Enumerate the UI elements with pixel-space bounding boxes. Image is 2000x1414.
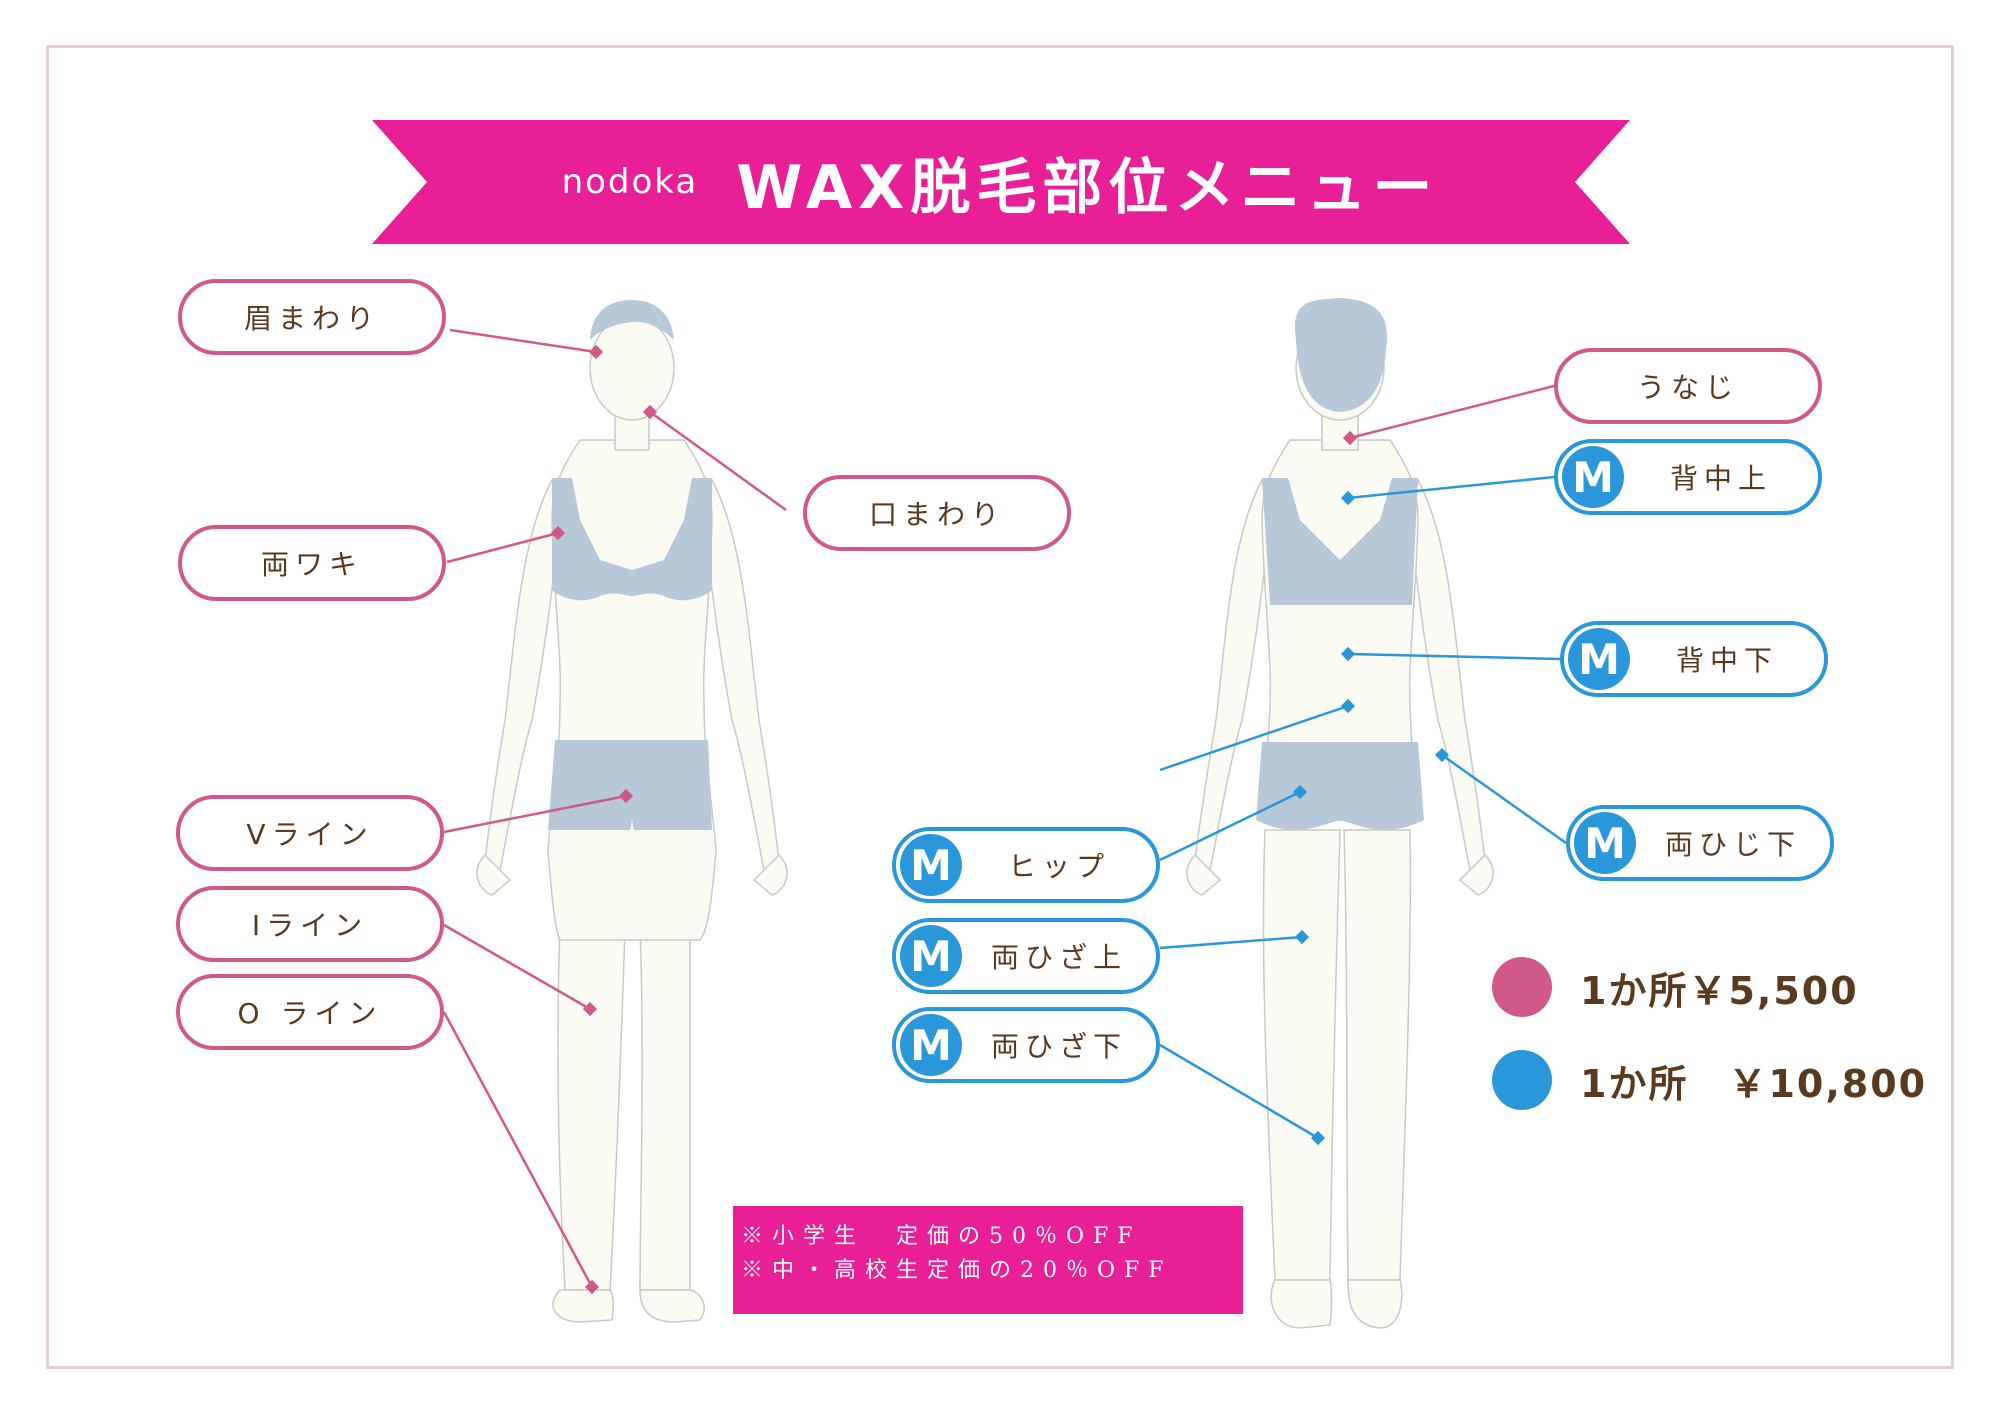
back-hair <box>1294 298 1388 412</box>
tag-label: 両ワキ <box>260 548 363 581</box>
discount-notice: ※小学生 定価の50％OFF ※中・高校生定価の20％OFF <box>733 1206 1243 1314</box>
m-badge-icon: M <box>900 925 962 987</box>
tag-label: 両ひじ下 <box>1664 828 1801 861</box>
marker-brow <box>588 344 604 360</box>
marker-lower-knee <box>1310 1130 1326 1146</box>
legend-item-blue: 1か所 ￥10,800 <box>1492 1050 1927 1110</box>
leader-lower-back <box>1347 652 1561 661</box>
leader-upper-knee <box>1159 935 1303 950</box>
pink-dot-icon <box>1492 957 1552 1017</box>
leader-oline <box>442 1011 594 1288</box>
m-badge-icon: M <box>1574 812 1636 874</box>
marker-underarm <box>550 525 566 541</box>
leader-nape <box>1349 384 1555 440</box>
leader-hip <box>1159 790 1301 862</box>
leader-extra <box>1159 704 1349 772</box>
front-bra <box>552 478 712 601</box>
tag-iline[interactable]: Iライン <box>176 886 444 962</box>
page-frame <box>46 45 1954 1369</box>
marker-hip <box>1292 784 1308 800</box>
marker-nape <box>1342 430 1358 446</box>
title-banner <box>372 120 1630 244</box>
marker-upper-knee <box>1294 929 1310 945</box>
marker-iline <box>582 1001 598 1017</box>
leader-vline <box>443 794 627 834</box>
tag-label: 口まわり <box>868 498 1005 531</box>
legend-item-pink: 1か所￥5,500 <box>1492 957 1859 1017</box>
m-badge-icon: M <box>1568 628 1630 690</box>
front-shorts <box>548 740 712 830</box>
tag-label: Iライン <box>251 909 369 942</box>
tag-label: Vライン <box>246 818 374 851</box>
marker-upper-back <box>1340 490 1356 506</box>
m-badge-icon: M <box>900 1014 962 1076</box>
tag-upper-knee[interactable]: M 両ひざ上 <box>892 918 1160 994</box>
marker-vline <box>618 788 634 804</box>
notice-line: ※小学生 定価の50％OFF <box>741 1224 1142 1249</box>
leader-lower-knee <box>1159 1043 1319 1140</box>
notice-line: ※中・高校生定価の20％OFF <box>741 1258 1173 1283</box>
tag-label: O ライン <box>237 997 383 1030</box>
tag-label: 背中上 <box>1669 462 1772 495</box>
tag-label: 背中下 <box>1675 644 1778 677</box>
tag-mouth[interactable]: 口まわり <box>803 475 1071 551</box>
tag-nape[interactable]: うなじ <box>1554 348 1822 424</box>
marker-oline <box>584 1279 600 1295</box>
leader-mouth <box>649 410 787 512</box>
tag-label: うなじ <box>1636 371 1739 404</box>
tag-hip[interactable]: M ヒップ <box>892 827 1160 903</box>
leader-brow <box>449 328 597 354</box>
tag-oline[interactable]: O ライン <box>176 974 444 1050</box>
tag-upper-back[interactable]: M 背中上 <box>1554 439 1822 515</box>
tag-label: ヒップ <box>1007 850 1110 883</box>
marker-mouth <box>642 404 658 420</box>
tag-lower-back[interactable]: M 背中下 <box>1560 621 1828 697</box>
tag-label: 眉まわり <box>243 302 380 335</box>
leader-elbows <box>1441 753 1567 845</box>
page-title: WAX脱毛部位メニュー <box>736 152 1439 223</box>
back-bra <box>1262 478 1418 605</box>
leader-iline <box>443 923 591 1011</box>
back-figure <box>1186 315 1494 1329</box>
tag-elbows[interactable]: M 両ひじ下 <box>1566 805 1834 881</box>
m-badge-icon: M <box>900 834 962 896</box>
tag-label: 両ひざ下 <box>990 1030 1127 1063</box>
leader-upper-back <box>1347 475 1555 500</box>
legend-price: 1か所 ￥10,800 <box>1580 1061 1928 1106</box>
leader-underarm <box>446 531 559 564</box>
brand-name: nodoka <box>561 162 699 202</box>
back-shorts <box>1256 742 1424 830</box>
banner-text: nodoka WAX脱毛部位メニュー <box>370 120 1630 244</box>
tag-lower-knee[interactable]: M 両ひざ下 <box>892 1007 1160 1083</box>
marker-waist <box>1340 698 1356 714</box>
blue-dot-icon <box>1492 1050 1552 1110</box>
tag-brow[interactable]: 眉まわり <box>178 279 446 355</box>
legend-price: 1か所￥5,500 <box>1580 968 1859 1013</box>
front-hair <box>590 300 674 340</box>
tag-vline[interactable]: Vライン <box>176 795 444 871</box>
marker-lower-back <box>1340 646 1356 662</box>
tag-label: 両ひざ上 <box>990 941 1127 974</box>
marker-elbows <box>1434 747 1450 763</box>
m-badge-icon: M <box>1562 446 1624 508</box>
tag-underarm[interactable]: 両ワキ <box>178 525 446 601</box>
